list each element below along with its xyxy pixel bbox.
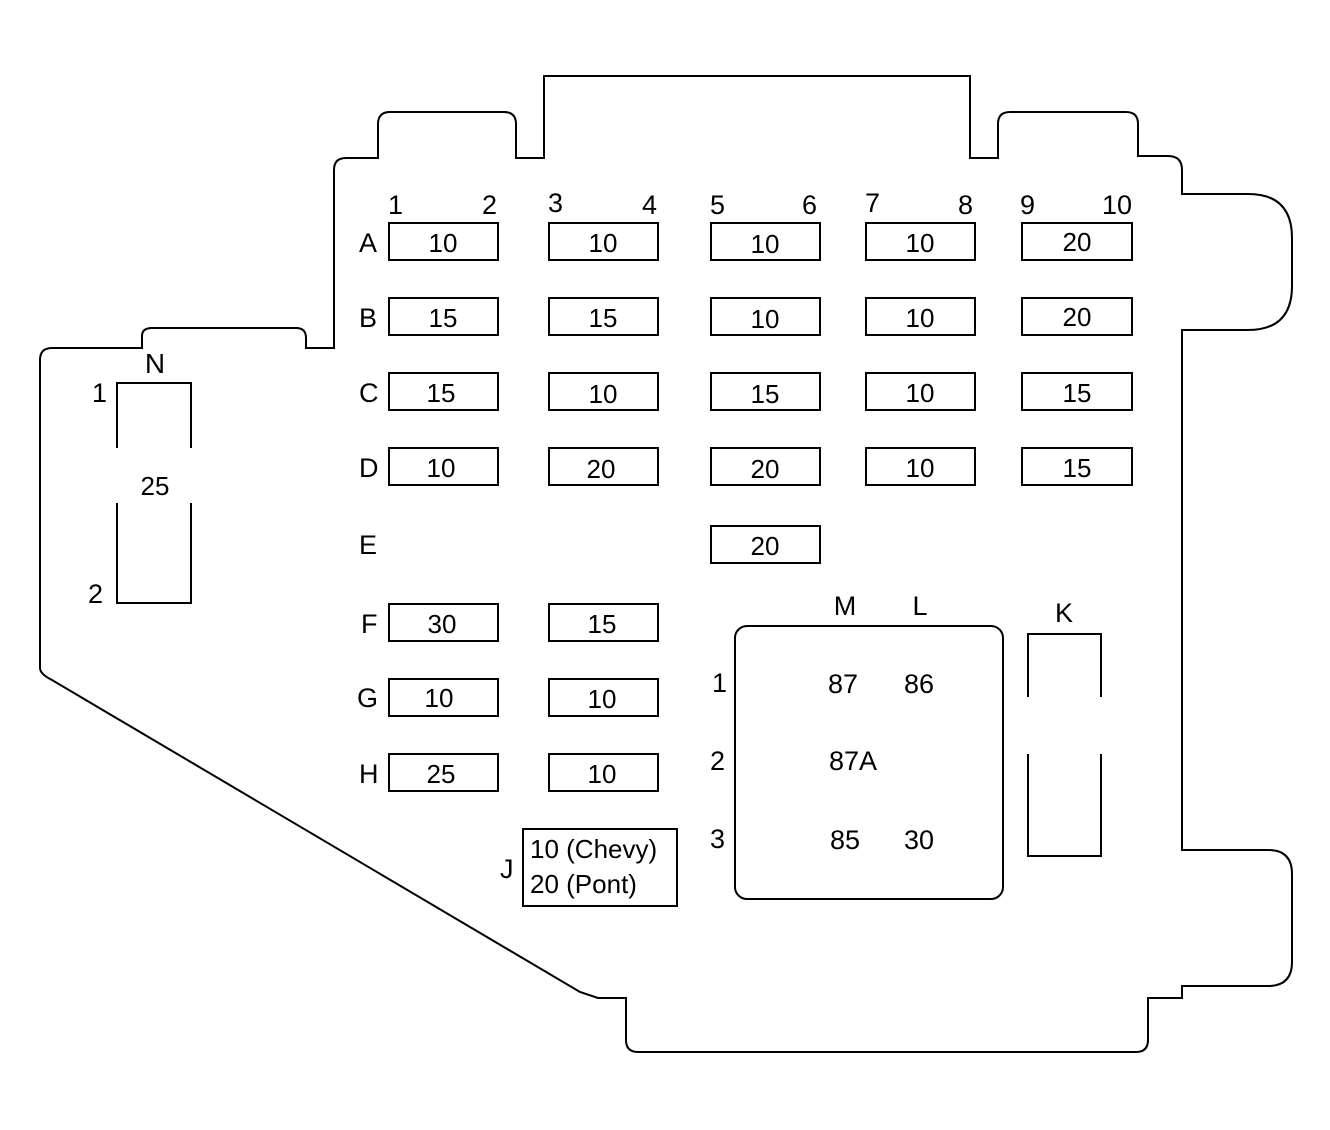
fuse-h2[interactable]: 10 xyxy=(548,753,659,792)
row-letter: E xyxy=(359,530,377,560)
column-number: 3 xyxy=(548,188,563,218)
fuse-j-line1: 10 (Chevy) xyxy=(530,834,657,864)
fuse-grid: 10 10 10 10 20 15 15 10 10 20 15 10 15 1… xyxy=(388,222,1133,792)
fuse-rating: 15 xyxy=(751,379,780,409)
fuse-a2[interactable]: 10 xyxy=(548,222,659,261)
fuse-n[interactable]: N 1 2 25 xyxy=(88,348,192,609)
fuse-rating: 20 xyxy=(751,531,780,561)
fuse-rating: 10 xyxy=(588,684,617,714)
row-letter: D xyxy=(359,453,379,483)
row-letters: A B C D E F G H xyxy=(357,228,379,789)
fuse-rating: 15 xyxy=(589,303,618,333)
fuse-rating: 20 xyxy=(1063,302,1092,332)
fuse-d4[interactable]: 10 xyxy=(865,447,976,486)
column-number: 1 xyxy=(388,190,403,220)
fuse-rating: 10 xyxy=(906,228,935,258)
fuse-rating: 15 xyxy=(1063,453,1092,483)
relay-terminal-87a: 87A xyxy=(829,746,877,776)
fuse-f1[interactable]: 30 xyxy=(388,603,499,642)
fuse-g2[interactable]: 10 xyxy=(548,678,659,717)
fuse-c3[interactable]: 15 xyxy=(710,372,821,411)
fuse-b2[interactable]: 15 xyxy=(548,297,659,336)
fuse-a3[interactable]: 10 xyxy=(710,222,821,261)
fuse-c5[interactable]: 15 xyxy=(1021,372,1133,411)
relay-terminal-86: 86 xyxy=(904,669,934,699)
fuse-a1[interactable]: 10 xyxy=(388,222,499,261)
fuse-rating: 10 xyxy=(429,228,458,258)
fuse-j-label: J xyxy=(500,854,514,884)
row-letter: A xyxy=(359,228,377,258)
fuse-c4[interactable]: 10 xyxy=(865,372,976,411)
fuse-rating: 20 xyxy=(587,454,616,484)
fuse-a4[interactable]: 10 xyxy=(865,222,976,261)
relay-row-label: 3 xyxy=(710,824,725,854)
relay-k-label: K xyxy=(1055,598,1073,628)
fuse-b3[interactable]: 10 xyxy=(710,297,821,336)
relay-block[interactable]: M L 1 2 3 87 86 87A 85 30 xyxy=(710,591,1004,900)
column-number: 7 xyxy=(865,188,880,218)
fuse-rating: 10 xyxy=(751,304,780,334)
relay-terminal-87: 87 xyxy=(828,669,858,699)
fuse-b1[interactable]: 15 xyxy=(388,297,499,336)
fuse-rating: 10 xyxy=(588,759,617,789)
relay-terminal-85: 85 xyxy=(830,825,860,855)
relay-row-label: 2 xyxy=(710,746,725,776)
column-number: 4 xyxy=(642,190,657,220)
fuse-d3[interactable]: 20 xyxy=(710,447,821,486)
relay-k[interactable]: K xyxy=(1027,598,1102,857)
column-number: 2 xyxy=(482,190,497,220)
fuse-b5[interactable]: 20 xyxy=(1021,297,1133,336)
fuse-rating: 10 xyxy=(589,228,618,258)
fuse-rating: 10 xyxy=(906,453,935,483)
column-number: 5 xyxy=(710,190,725,220)
fuse-rating: 10 xyxy=(906,378,935,408)
column-number: 6 xyxy=(802,190,817,220)
fuse-rating: 15 xyxy=(588,609,617,639)
fuse-rating: 10 xyxy=(751,229,780,259)
fuse-rating: 15 xyxy=(1063,378,1092,408)
fuse-d1[interactable]: 10 xyxy=(388,447,499,486)
row-letter: F xyxy=(361,609,378,639)
fuse-rating: 10 xyxy=(427,453,456,483)
fuse-h1[interactable]: 25 xyxy=(388,753,499,792)
fuse-rating: 10 xyxy=(906,303,935,333)
fuse-rating: 30 xyxy=(428,609,457,639)
fuse-d5[interactable]: 15 xyxy=(1021,447,1133,486)
relay-terminal-30: 30 xyxy=(904,825,934,855)
fuse-block-outline xyxy=(39,75,1293,1053)
fuse-rating: 20 xyxy=(751,454,780,484)
fuse-d2[interactable]: 20 xyxy=(548,447,659,486)
fuse-rating: 10 xyxy=(589,379,618,409)
fuse-j[interactable]: J 10 (Chevy) 20 (Pont) xyxy=(500,828,678,907)
fuse-rating: 25 xyxy=(427,759,456,789)
column-number: 8 xyxy=(958,190,973,220)
relay-col-label-m: M xyxy=(834,591,857,621)
fuse-n-label: N xyxy=(145,348,165,379)
column-number: 9 xyxy=(1020,190,1035,220)
row-letter: H xyxy=(359,759,379,789)
fuse-c1[interactable]: 15 xyxy=(388,372,499,411)
row-letter: C xyxy=(359,378,379,408)
fuse-n-rating: 25 xyxy=(141,471,170,501)
fuse-rating: 20 xyxy=(1063,227,1092,257)
row-letter: G xyxy=(357,683,378,713)
column-numbers: 1 2 3 4 5 6 7 8 9 10 xyxy=(388,188,1132,220)
fuse-a5[interactable]: 20 xyxy=(1021,222,1133,261)
relay-row-label: 1 xyxy=(712,668,727,698)
fuse-n-pin-2: 2 xyxy=(88,579,103,609)
relay-col-label-l: L xyxy=(912,591,927,621)
fuse-g1[interactable]: 10 xyxy=(388,678,499,717)
fuse-rating: 15 xyxy=(429,303,458,333)
fuse-j-line2: 20 (Pont) xyxy=(530,869,637,899)
fuse-b4[interactable]: 10 xyxy=(865,297,976,336)
fuse-n-pin-1: 1 xyxy=(92,378,107,408)
fuse-c2[interactable]: 10 xyxy=(548,372,659,411)
row-letter: B xyxy=(359,303,377,333)
fuse-e3[interactable]: 20 xyxy=(710,525,821,564)
fuse-f2[interactable]: 15 xyxy=(548,603,659,642)
fuse-rating: 15 xyxy=(427,378,456,408)
column-number: 10 xyxy=(1102,190,1132,220)
fuse-rating: 10 xyxy=(425,683,454,713)
